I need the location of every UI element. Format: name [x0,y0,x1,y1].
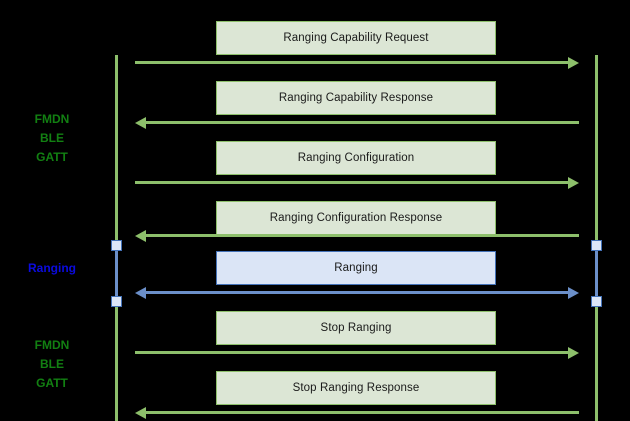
lifeline-right-upper [595,55,598,245]
message-box-ranging-capability-request: Ranging Capability Request [216,21,496,55]
message-arrow-head-left-5 [135,286,146,299]
message-box-ranging-configuration: Ranging Configuration [216,141,496,175]
activation-marker-left-end [111,296,122,307]
message-arrow-head-right-6 [568,346,579,359]
message-arrow-head-right-1 [568,56,579,69]
message-arrow-line-5 [146,291,568,294]
message-arrow-line-6 [135,351,569,354]
message-arrow-line-3 [135,181,569,184]
message-arrow-head-left-7 [135,406,146,419]
message-arrow-line-1 [135,61,569,64]
message-arrow-head-left-2 [135,116,146,129]
phase-label-fmdn-top: FMDN BLE GATT [34,112,70,164]
phase-label-fmdn-bottom: FMDN BLE GATT [34,338,70,390]
activation-marker-right-end [591,296,602,307]
message-arrow-line-4 [146,234,579,237]
lifeline-right-ranging-segment [595,245,598,303]
message-arrow-head-right-3 [568,176,579,189]
message-box-ranging-configuration-response: Ranging Configuration Response [216,201,496,235]
message-box-stop-ranging-response: Stop Ranging Response [216,371,496,405]
lifeline-left-lower [115,300,118,421]
lifeline-left-upper [115,55,118,245]
message-box-ranging: Ranging [216,251,496,285]
message-box-ranging-capability-response: Ranging Capability Response [216,81,496,115]
phase-label-ranging: Ranging [28,261,76,275]
message-arrow-line-7 [146,411,579,414]
activation-marker-left-start [111,240,122,251]
message-arrow-head-right-5 [568,286,579,299]
lifeline-left-ranging-segment [115,245,118,303]
activation-marker-right-start [591,240,602,251]
message-arrow-head-left-4 [135,229,146,242]
message-box-stop-ranging: Stop Ranging [216,311,496,345]
message-arrow-line-2 [146,121,579,124]
lifeline-right-lower [595,300,598,421]
